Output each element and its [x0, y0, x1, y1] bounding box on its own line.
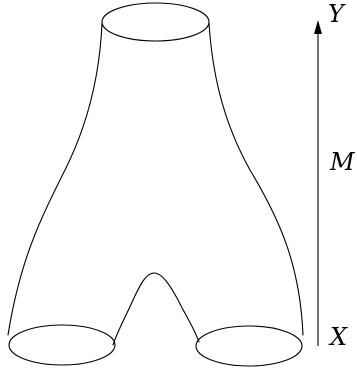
surface-left-side	[7, 22, 103, 336]
surface-right-side	[208, 22, 304, 336]
label-bottom-x: X	[328, 323, 348, 351]
bottom-right-boundary-circle	[195, 325, 303, 367]
direction-arrowhead	[314, 20, 322, 34]
label-middle-m: M	[329, 148, 356, 176]
top-boundary-circle	[101, 2, 210, 42]
label-top-y: Y	[328, 0, 346, 28]
surface-crotch-curve	[112, 272, 200, 346]
bottom-left-boundary-circle	[8, 324, 116, 366]
